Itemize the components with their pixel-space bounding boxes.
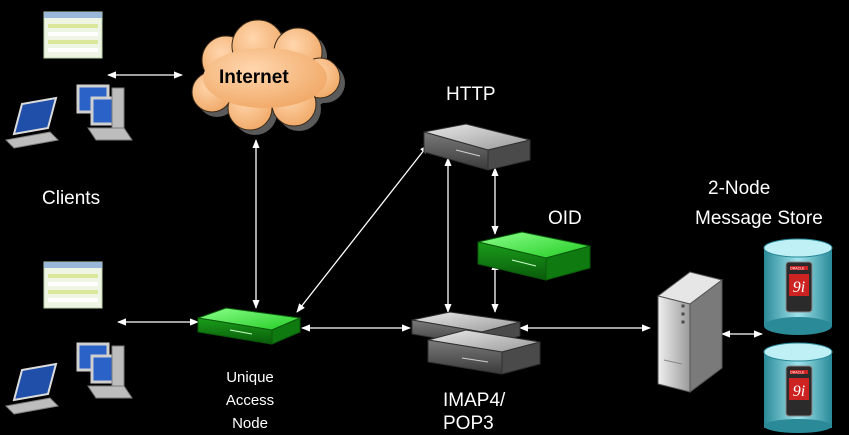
- database-icon: ORACLE 9i: [763, 238, 833, 335]
- network-appliance-icon: [423, 123, 531, 171]
- client-group-bottom: [4, 261, 133, 415]
- screenshot-thumbnail-icon: [43, 11, 103, 59]
- db-brand-text: ORACLE: [790, 371, 805, 375]
- internet-label: Internet: [219, 67, 289, 88]
- imap-label-line1: IMAP4/: [443, 390, 506, 411]
- clients-label: Clients: [42, 188, 101, 209]
- network-appliance-icon: [477, 231, 591, 281]
- arrow-uan-http: [296, 144, 429, 313]
- store-label-line1: 2-Node: [708, 178, 771, 199]
- db-badge-text: 9i: [793, 279, 805, 296]
- uan-label-line3: Node: [232, 415, 268, 432]
- http-label: HTTP: [446, 84, 496, 105]
- db-badge-text: 9i: [793, 383, 805, 400]
- laptop-icon: [4, 96, 60, 149]
- store-label-line2: Message Store: [695, 208, 823, 229]
- internet-cloud: [191, 19, 345, 135]
- uan-label-line1: Unique: [226, 369, 274, 386]
- database-icon: ORACLE 9i: [763, 342, 833, 433]
- tower-server-icon: [656, 271, 724, 393]
- laptop-icon: [4, 362, 60, 415]
- connection-arrows: [107, 71, 763, 338]
- screenshot-thumbnail-icon: [43, 261, 103, 309]
- desktop-computer-icon: [76, 84, 133, 141]
- oid-label: OID: [548, 208, 582, 229]
- uan-label-line2: Access: [225, 392, 275, 409]
- network-appliance-icon: [427, 329, 541, 375]
- client-group-top: [4, 11, 133, 149]
- imap-label-line2: POP3: [443, 413, 494, 434]
- desktop-computer-icon: [76, 342, 133, 399]
- db-brand-text: ORACLE: [790, 267, 805, 271]
- network-appliance-icon: [197, 307, 302, 345]
